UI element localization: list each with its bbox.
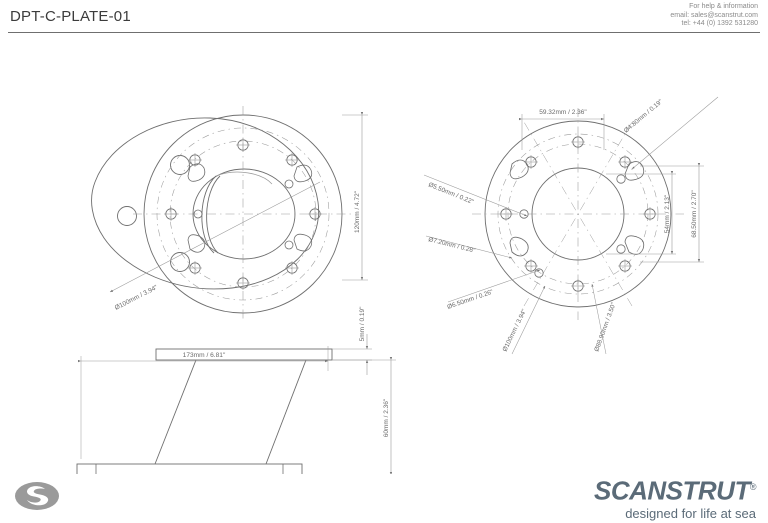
plan-boltcircle100-dimension: Ø100mm / 3.94" xyxy=(502,285,546,355)
plan-inner-height-label: 54mm / 2.13" xyxy=(664,194,671,233)
elevation-leg-right xyxy=(265,359,307,465)
contact-telephone: tel: +44 (0) 1392 531280 xyxy=(681,20,758,28)
plan-boltcircle100-label: Ø100mm / 3.94" xyxy=(502,308,529,353)
elevation-height-label: 60mm / 2.36" xyxy=(383,398,390,437)
plan-hole480-label: Ø4.80mm / 0.19" xyxy=(623,98,664,134)
elevation-height-dimension: 60mm / 2.36" xyxy=(332,357,396,474)
plan-hole720-dimension: Ø7.20mm / 0.28" xyxy=(425,235,513,259)
iso-base-hole-top xyxy=(170,155,190,175)
plan-hole650-label: Ø6.50mm / 0.26" xyxy=(446,289,494,311)
side-elevation-view: 173mm / 6.81" 5mm / 0.19" 60mm / 2.36" xyxy=(76,306,396,474)
contact-info: For help & information email: sales@scan… xyxy=(670,3,758,29)
plan-hole480-dimension: Ø4.80mm / 0.19" xyxy=(623,96,719,170)
plan-hole720-label: Ø7.20mm / 0.28" xyxy=(428,236,476,254)
plan-outer-height-dimension: 68.50mm / 2.70" xyxy=(640,163,704,263)
elevation-leg-left xyxy=(154,359,197,465)
plan-top-width-dimension: 59.32mm / 2.36" xyxy=(519,109,605,150)
iso-base-plate xyxy=(91,117,320,290)
drawing-canvas: Ø100mm / 3.94" 120mm / 4.72" xyxy=(0,34,768,474)
brand-registered-mark: ® xyxy=(749,482,757,492)
iso-base-hole-left xyxy=(117,206,137,226)
plan-hole550-label: Ø5.50mm / 0.22" xyxy=(427,181,474,206)
iso-base-hole-bottom xyxy=(170,252,190,272)
page-footer: SCANSTRUT® designed for life at sea xyxy=(0,470,768,523)
header-divider xyxy=(8,32,760,33)
brand-name-text: SCANSTRUT xyxy=(594,475,750,506)
iso-height-label: 120mm / 4.72" xyxy=(354,190,361,233)
iso-height-dimension: 120mm / 4.72" xyxy=(342,112,368,281)
brand-logo: SCANSTRUT® designed for life at sea xyxy=(594,474,756,522)
page-header: DPT-C-PLATE-01 For help & information em… xyxy=(0,0,768,34)
brand-name: SCANSTRUT® xyxy=(594,474,756,505)
plan-boltcircle8890-dimension: Ø88.90mm / 3.50" xyxy=(591,283,618,355)
brand-tagline: designed for life at sea xyxy=(625,505,756,521)
elevation-thickness-dimension: 5mm / 0.19" xyxy=(332,306,372,375)
plan-inner-height-dimension: 54mm / 2.13" xyxy=(606,171,676,255)
elevation-width-dimension: 173mm / 6.81" xyxy=(78,346,329,459)
plan-top-width-label: 59.32mm / 2.36" xyxy=(539,109,587,116)
elevation-width-label: 173mm / 6.81" xyxy=(183,352,226,359)
iso-diameter-dimension: Ø100mm / 3.94" xyxy=(109,181,321,312)
iso-diameter-label: Ø100mm / 3.94" xyxy=(114,284,160,312)
plan-hole650-dimension: Ø6.50mm / 0.26" xyxy=(446,269,541,311)
plan-small-holes xyxy=(519,174,626,278)
page-title: DPT-C-PLATE-01 xyxy=(10,8,131,25)
elevation-base-plate xyxy=(76,463,303,474)
isometric-plate-view: Ø100mm / 3.94" 120mm / 4.72" xyxy=(91,106,368,322)
plan-flange-view: 59.32mm / 2.36" Ø4.80mm / 0.19" Ø5.50mm … xyxy=(423,96,719,355)
scanstrut-s-mark-icon xyxy=(14,480,60,512)
plan-hole550-dimension: Ø5.50mm / 0.22" xyxy=(423,174,528,217)
iso-small-holes xyxy=(193,179,294,250)
iso-slots xyxy=(187,163,313,253)
elevation-thickness-label: 5mm / 0.19" xyxy=(359,306,366,342)
contact-email: email: sales@scanstrut.com xyxy=(670,11,758,19)
plan-outer-height-label: 68.50mm / 2.70" xyxy=(691,190,698,238)
iso-flange xyxy=(133,106,353,322)
contact-help-line: For help & information xyxy=(689,3,758,10)
